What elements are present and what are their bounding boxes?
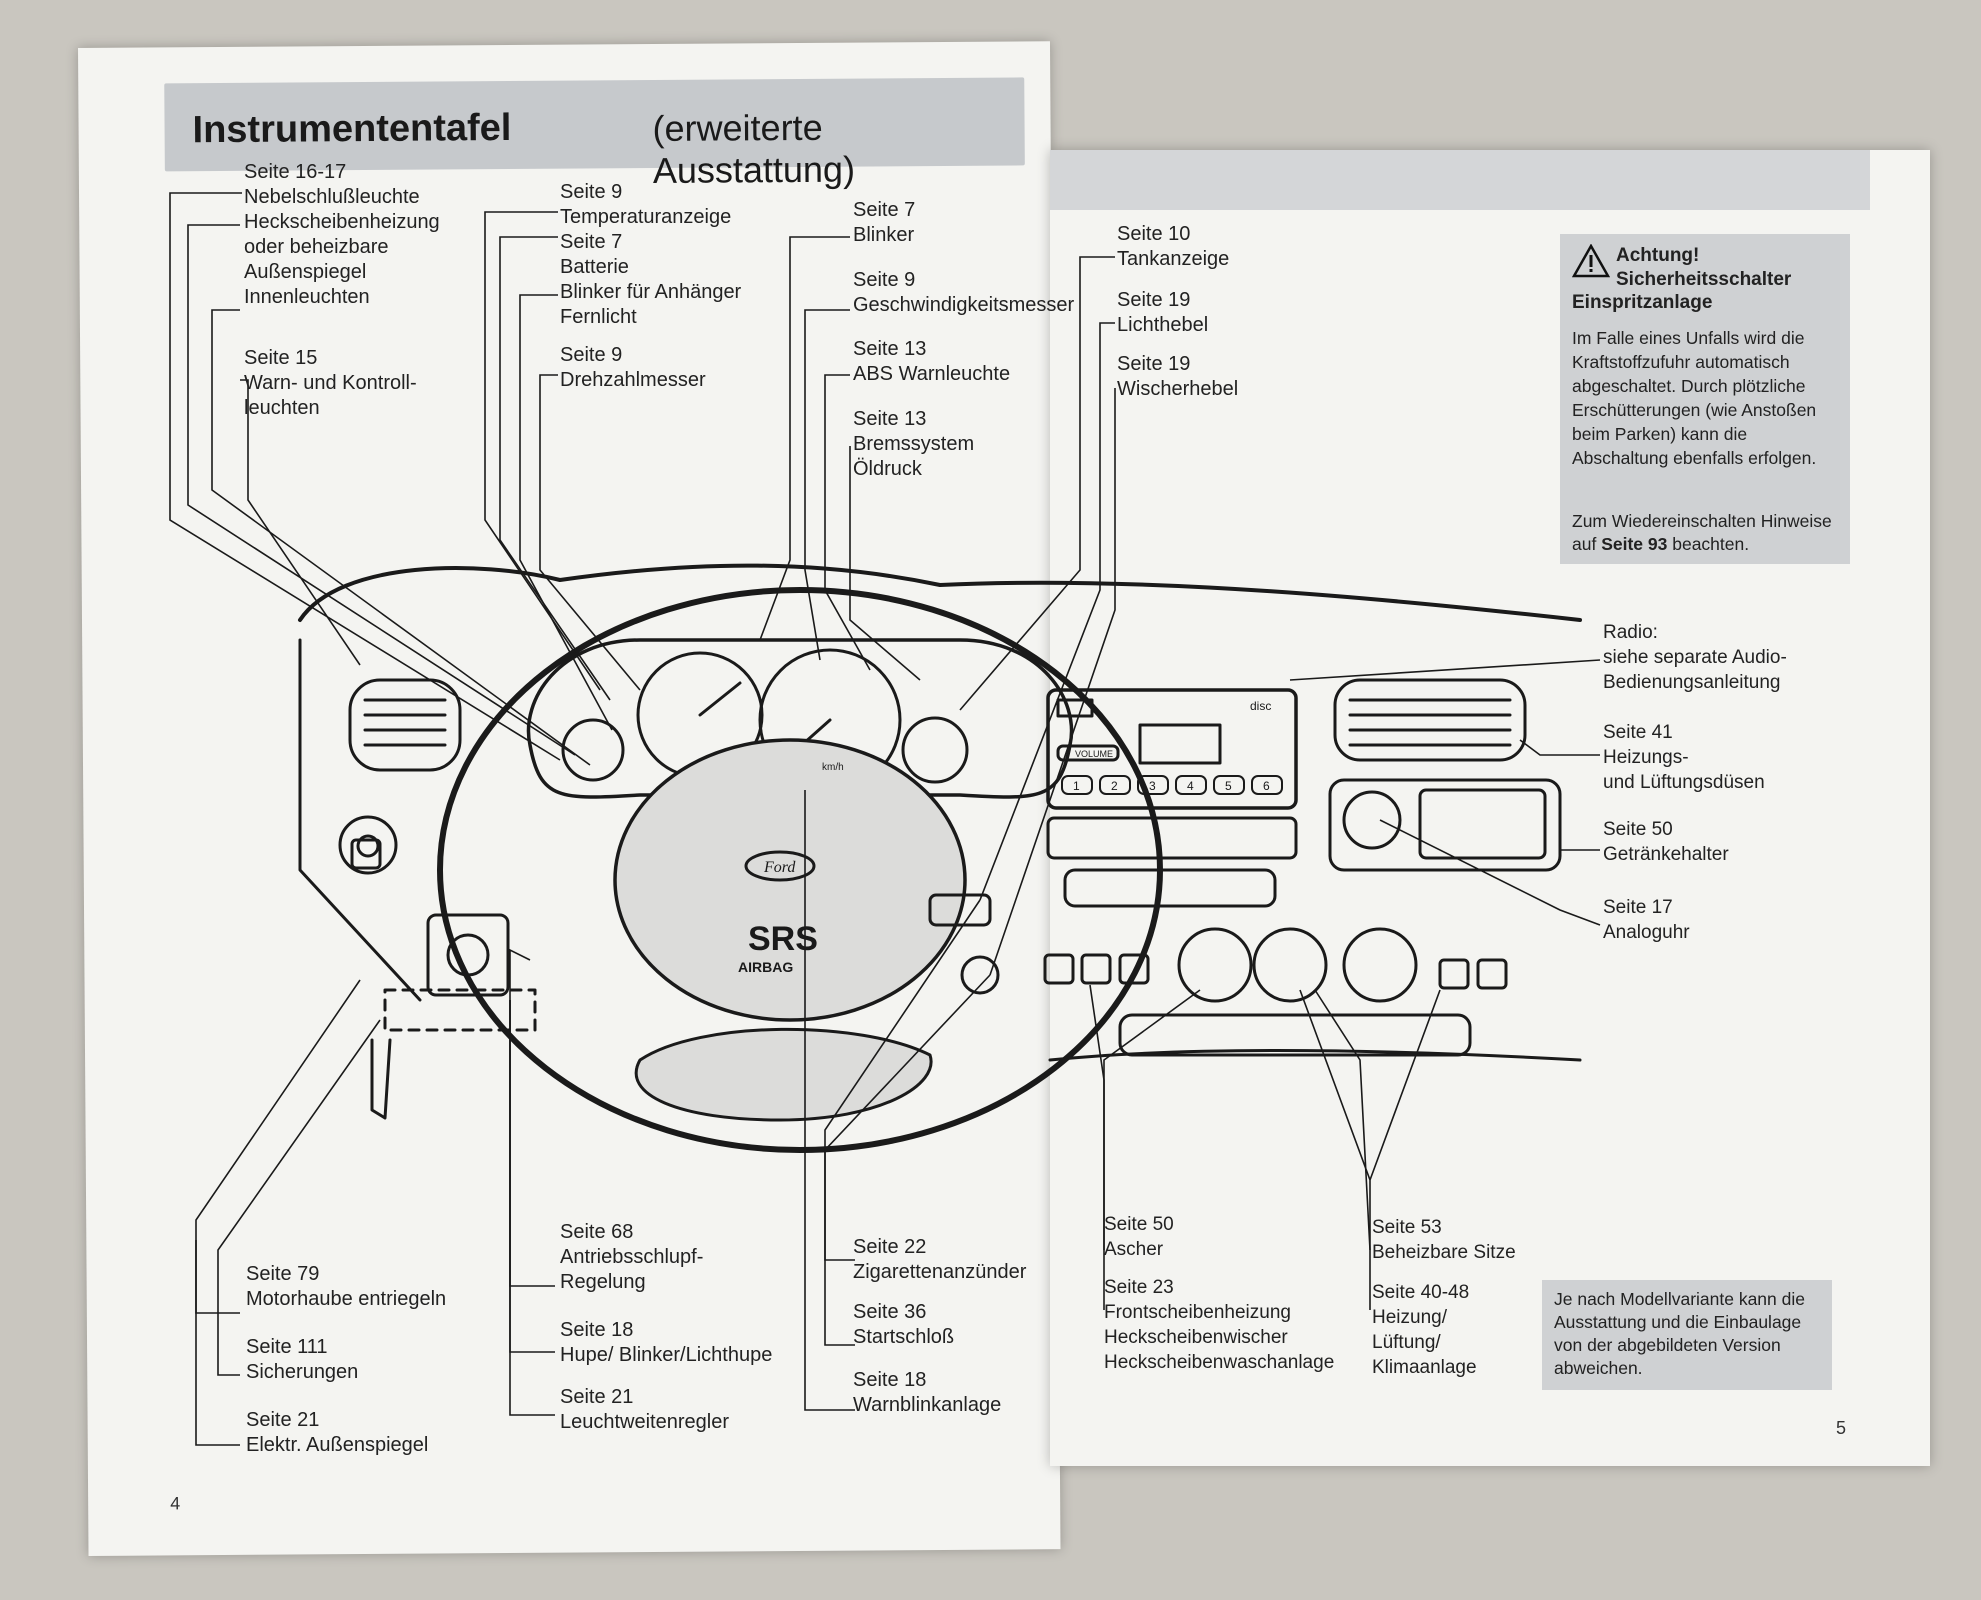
radio-preset-label: 2: [1111, 779, 1118, 793]
radio-preset-button[interactable]: [1137, 775, 1169, 795]
warning-triangle-icon: [1572, 244, 1610, 278]
warning-heading-line: Achtung!: [1616, 245, 1700, 266]
radio-preset-button[interactable]: [1099, 775, 1131, 795]
radio-preset-label: 4: [1187, 779, 1194, 793]
radio-volume-text: VOLUME: [1075, 749, 1113, 759]
radio-preset-button[interactable]: [1251, 775, 1283, 795]
note-box: Je nach Modellvariante kann die Ausstatt…: [1542, 1280, 1832, 1390]
radio-preset-label: 5: [1225, 779, 1232, 793]
warning-heading-line: Sicherheitsschalter: [1616, 269, 1792, 290]
header-band: [1050, 150, 1870, 210]
warning-box: Achtung! Sicherheitsschalter Einspritzanl…: [1560, 234, 1850, 564]
warning-heading-2: Einspritzanlage: [1572, 292, 1713, 313]
radio-preset-button[interactable]: [1213, 775, 1245, 795]
brand-logo: Ford: [763, 859, 796, 876]
warning-heading: Achtung! Sicherheitsschalter: [1616, 244, 1791, 292]
radio-preset-label: 6: [1263, 779, 1270, 793]
page-number-right: 5: [1836, 1418, 1847, 1438]
note-text: Je nach Modellvariante kann die Ausstatt…: [1554, 1289, 1805, 1378]
srs-text: SRS: [748, 920, 818, 958]
radio-presets: 1 2 3 4 5 6: [1061, 775, 1283, 795]
radio-preset-button[interactable]: [1175, 775, 1207, 795]
label-radio: Radio: siehe separate Audio- Bedienungsa…: [1603, 622, 1787, 693]
kmh-text: km/h: [822, 762, 844, 773]
radio-preset-label: 3: [1149, 779, 1156, 793]
airbag-text: AIRBAG: [738, 959, 793, 975]
radio-preset-button[interactable]: [1061, 775, 1093, 795]
warning-body-2: Zum Wiedereinschalten Hinweise auf Seite…: [1572, 511, 1832, 554]
radio-disc-text: disc: [1250, 699, 1271, 713]
radio-preset-label: 1: [1073, 779, 1080, 793]
warning-body: Im Falle eines Unfalls wird die Kraftsto…: [1572, 328, 1817, 468]
